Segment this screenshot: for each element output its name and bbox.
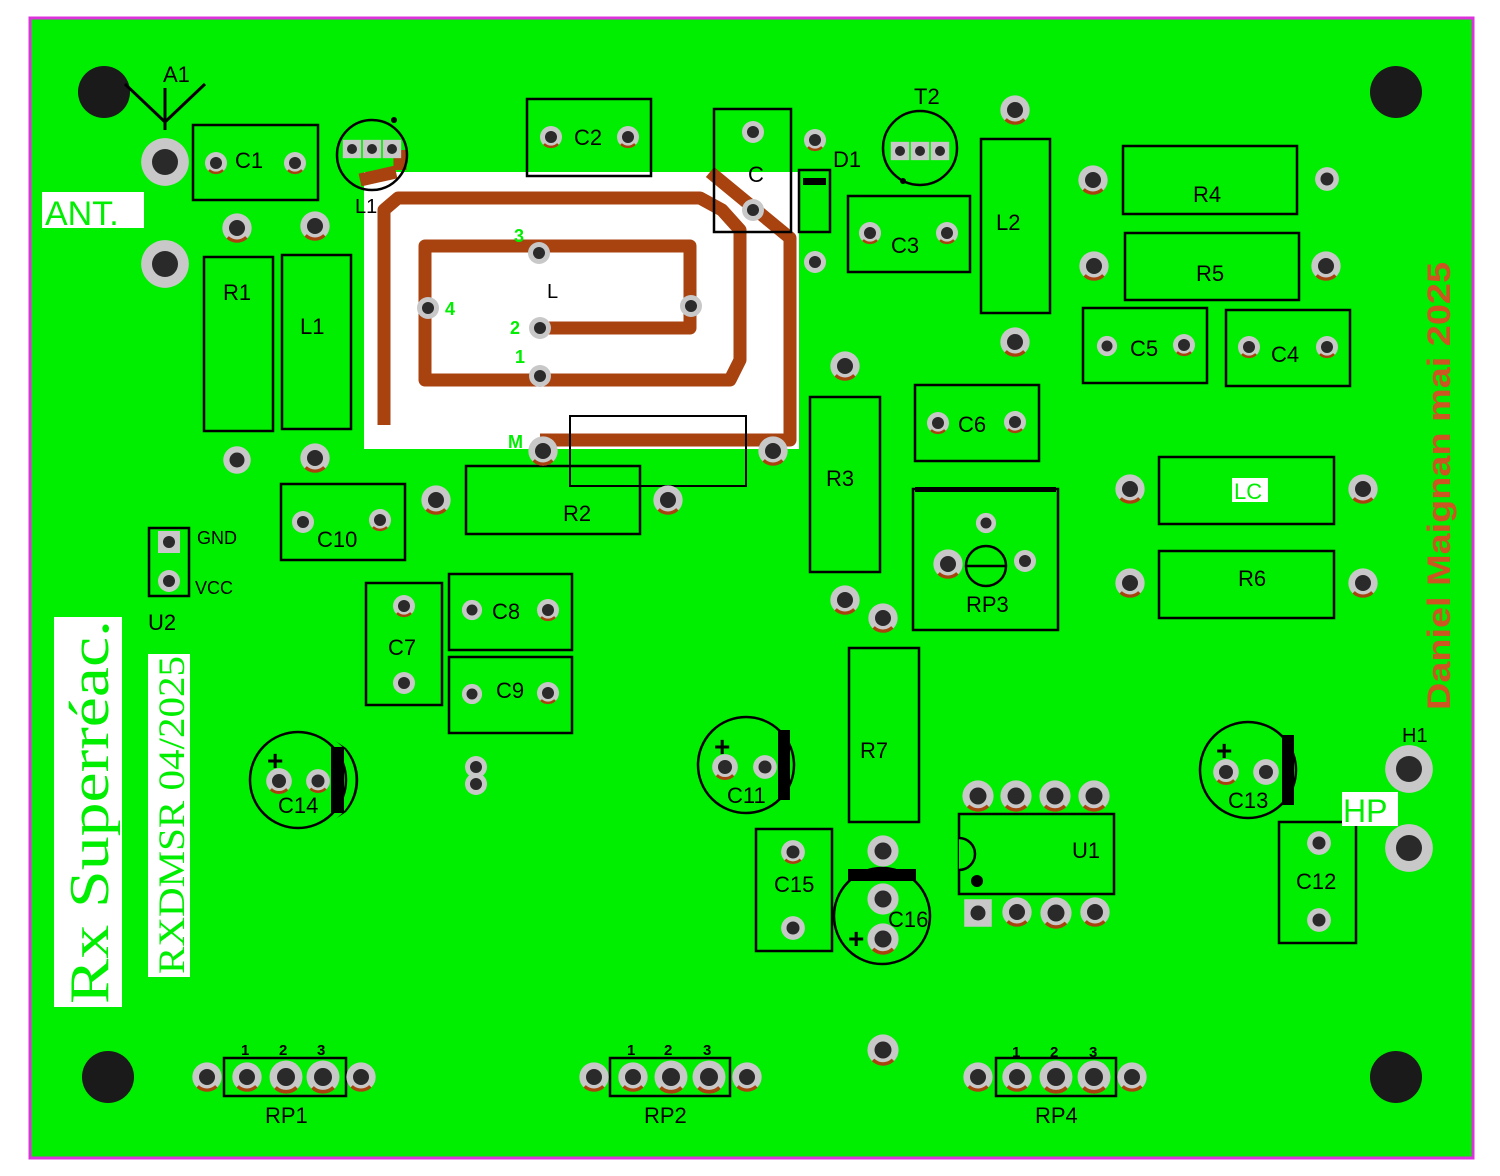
mounting-hole <box>82 1051 134 1103</box>
label-rp2: RP2 <box>644 1103 687 1128</box>
label-c8: C8 <box>492 599 520 624</box>
coil-frame <box>569 415 747 487</box>
label-c15: C15 <box>774 872 814 897</box>
antenna-symbol <box>123 82 207 130</box>
ic-notch <box>958 836 977 872</box>
label-c4: C4 <box>1271 342 1299 367</box>
label-r6: R6 <box>1238 566 1266 591</box>
label-c5: C5 <box>1130 336 1158 361</box>
label-u2: U2 <box>148 610 176 635</box>
label-r2: R2 <box>563 501 591 526</box>
label-d1: D1 <box>833 147 861 172</box>
board-model: RXDMSR 04/2025 <box>152 656 193 974</box>
component-details <box>331 117 1294 887</box>
label-gnd: GND <box>197 528 237 548</box>
label-rp4: RP4 <box>1035 1103 1078 1128</box>
board-title: Rx Superréac. <box>59 620 121 1004</box>
label-c10: C10 <box>317 527 357 552</box>
label-ant: ANT. <box>45 195 119 233</box>
label-lc: LC <box>1234 479 1262 504</box>
rp1-pin3: 3 <box>317 1042 325 1059</box>
label-l2: L2 <box>996 210 1020 235</box>
coil-pin-3: 3 <box>514 226 524 246</box>
rp1-pin2: 2 <box>279 1042 287 1059</box>
rp2-pin2: 2 <box>664 1042 672 1059</box>
label-c9: C9 <box>496 678 524 703</box>
coil-pin-4: 4 <box>445 299 455 319</box>
rp4-pin2: 2 <box>1050 1044 1058 1061</box>
plus-c11: + <box>714 731 730 762</box>
plus-c13: + <box>1216 735 1232 766</box>
label-c6: C6 <box>958 412 986 437</box>
mounting-hole <box>1370 1051 1422 1103</box>
lc-tag <box>1232 478 1268 502</box>
label-r3: R3 <box>826 466 854 491</box>
label-c13: C13 <box>1228 788 1268 813</box>
mounting-hole <box>1370 66 1422 118</box>
rp2-pin1: 1 <box>627 1042 635 1059</box>
label-c11: C11 <box>727 783 766 808</box>
label-a1: A1 <box>163 62 190 87</box>
model-tag <box>148 654 190 977</box>
title-tag <box>54 617 122 1007</box>
rp4-pin1: 1 <box>1012 1044 1020 1061</box>
rp4-pin3: 3 <box>1089 1044 1097 1061</box>
label-c16: C16 <box>888 907 928 932</box>
rp2-pin3: 3 <box>703 1042 711 1059</box>
label-vcc: VCC <box>195 578 233 598</box>
label-l1: L1 <box>300 314 324 339</box>
label-u1: U1 <box>1072 838 1100 863</box>
mounting-hole <box>78 66 130 118</box>
label-r1: R1 <box>223 280 251 305</box>
label-r7: R7 <box>860 738 888 763</box>
label-c3: C3 <box>891 233 919 258</box>
label-t2: T2 <box>914 84 940 109</box>
label-rp3: RP3 <box>966 592 1009 617</box>
label-h1: H1 <box>1402 725 1428 747</box>
label-c14: C14 <box>278 793 318 818</box>
coil-pin-1: 1 <box>515 347 525 367</box>
label-r4: R4 <box>1193 182 1221 207</box>
plus-c14: + <box>267 745 283 776</box>
coil-pin-labels: 3 4 2 1 M <box>445 226 525 452</box>
coil-pin-m: M <box>508 432 523 452</box>
label-c: C <box>748 162 764 187</box>
label-hp: HP <box>1343 793 1387 829</box>
plus-c16: + <box>848 923 864 954</box>
label-c7: C7 <box>388 635 416 660</box>
coil-pin-2: 2 <box>510 318 520 338</box>
rp1-pin1: 1 <box>241 1042 249 1059</box>
hp-tag <box>1342 792 1398 826</box>
label-coil: L <box>547 281 558 303</box>
label-c12: C12 <box>1296 869 1336 894</box>
label-rp1: RP1 <box>265 1103 308 1128</box>
component-outlines <box>147 97 1358 1098</box>
component-labels: A1 L1 C1 C2 C D1 T2 L2 R4 R5 L R1 L1 C3 … <box>148 62 1428 1128</box>
author-credit: Daniel Maignan mai 2025 <box>1421 262 1457 710</box>
ant-tag <box>42 192 144 228</box>
label-c2: C2 <box>574 125 602 150</box>
label-l1-top: L1 <box>355 196 377 218</box>
label-c1: C1 <box>235 148 263 173</box>
label-r5: R5 <box>1196 261 1224 286</box>
